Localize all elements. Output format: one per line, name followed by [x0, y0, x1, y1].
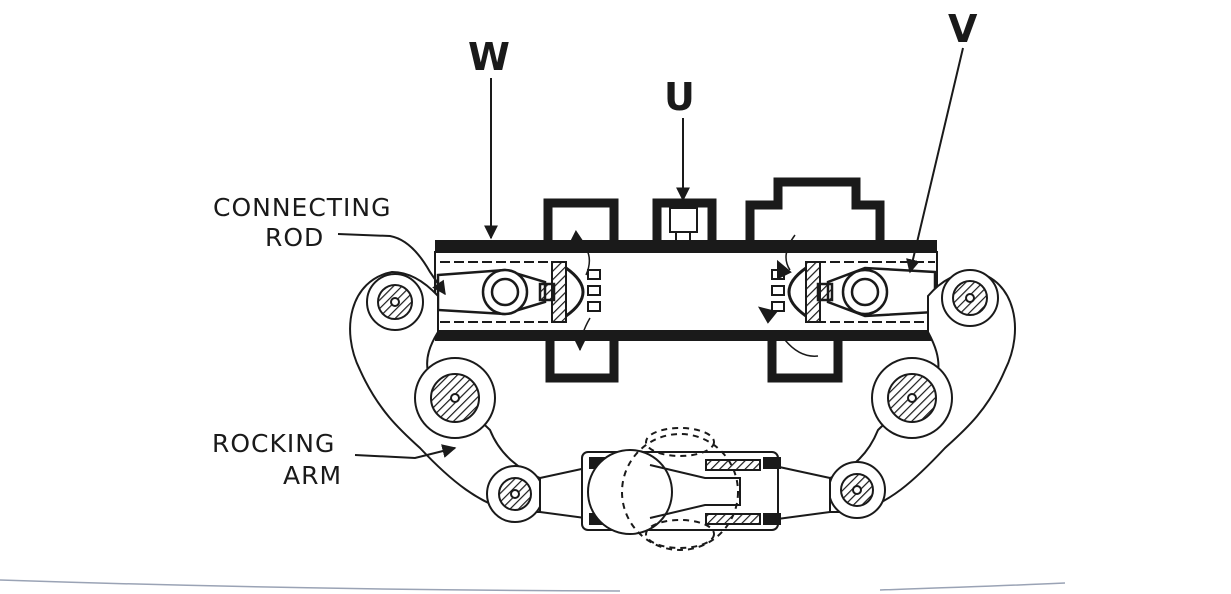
- label-w: W: [468, 35, 510, 79]
- central-link: [539, 427, 831, 551]
- label-v: V: [948, 7, 978, 51]
- label-connecting: CONNECTING: [213, 193, 392, 222]
- bottom-left-port: [545, 341, 619, 383]
- right-piston: [757, 234, 821, 357]
- right-connecting-rod: [816, 266, 937, 318]
- label-rod: ROD: [265, 223, 324, 252]
- top-right-housing: [745, 177, 885, 240]
- label-arm: ARM: [283, 461, 342, 490]
- central-valve: [652, 198, 717, 252]
- left-rocking-arm: [349, 270, 544, 523]
- bottom-right-port: [767, 341, 843, 383]
- right-rocking-arm: [828, 269, 1016, 519]
- label-u: U: [664, 75, 695, 119]
- left-connecting-rod: [436, 268, 556, 316]
- page-edge: [0, 579, 1066, 592]
- leader-lines: [337, 47, 964, 460]
- top-left-port: [543, 198, 619, 240]
- label-rocking: ROCKING: [212, 429, 335, 458]
